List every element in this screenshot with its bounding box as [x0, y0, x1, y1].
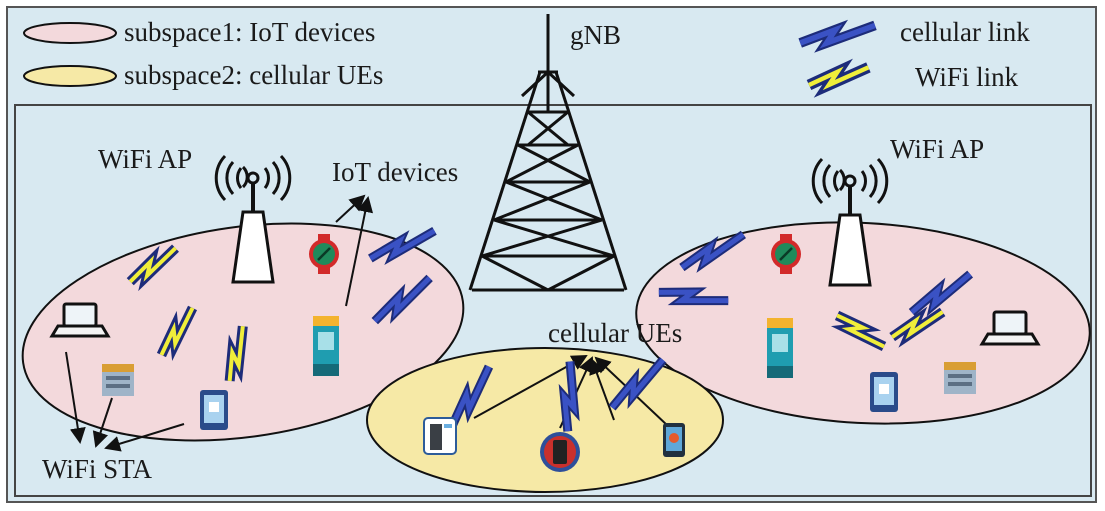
tablet-right-icon: [870, 372, 898, 412]
network-area: [14, 104, 1092, 497]
wifi-ap-left-label: WiFi AP: [98, 144, 192, 174]
subspace1-legend-label: subspace1: IoT devices: [124, 17, 375, 47]
cellular-link-legend-label: cellular link: [900, 17, 1030, 47]
phone-ue-right-icon: [663, 423, 685, 457]
cellular-link-legend-icon: [800, 25, 875, 43]
wifi-ap-right-label: WiFi AP: [890, 134, 984, 164]
gnb-tower-icon: [468, 14, 628, 292]
printer-right-icon: [944, 362, 976, 394]
phone-ue-left-icon: [423, 417, 457, 455]
wifi-link-legend-icon: [809, 67, 868, 85]
subspace2-legend-label: subspace2: cellular UEs: [124, 60, 383, 90]
wifi-sta-label: WiFi STA: [42, 454, 153, 484]
subspace1-legend-swatch: [23, 22, 117, 44]
cellular-ues-label: cellular UEs: [548, 318, 682, 348]
gnb-label: gNB: [570, 20, 621, 50]
tablet-left-icon: [200, 390, 228, 430]
iot-box-right-icon: [767, 318, 793, 378]
wifi-link-legend-label: WiFi link: [915, 62, 1019, 92]
phone-ue-center-icon: [540, 432, 580, 472]
printer-left-icon: [102, 364, 134, 396]
subspace2-legend-swatch: [23, 65, 117, 87]
subspace2-region: [366, 347, 724, 493]
iot-devices-label: IoT devices: [332, 157, 458, 187]
iot-box-left-icon: [313, 316, 339, 376]
